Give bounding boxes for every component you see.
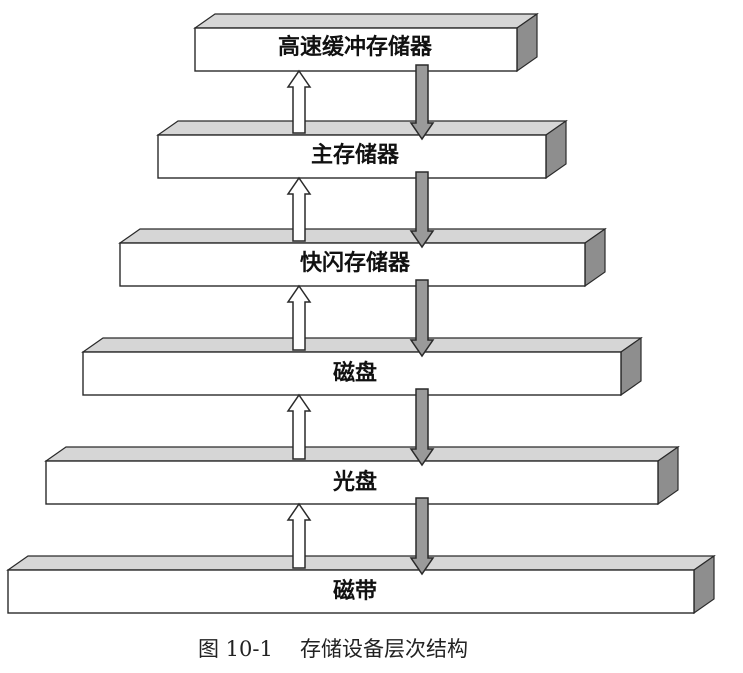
down-arrow-icon: [409, 279, 435, 358]
level-label-magnetic-tape: 磁带: [333, 578, 377, 604]
level-box-top-face: [6, 555, 716, 571]
level-box-top-face: [44, 446, 680, 462]
up-arrow-icon: [286, 176, 312, 242]
down-arrow-icon: [409, 171, 435, 249]
down-arrow-icon: [409, 64, 435, 141]
figure-number: 图 10-1: [198, 637, 273, 661]
level-box-cache: [193, 12, 539, 73]
up-arrow-icon: [286, 502, 312, 569]
level-box-top-face: [156, 120, 568, 136]
level-box-front-face: [82, 351, 622, 396]
level-labels: 高速缓冲存储器 主存储器 快闪存储器 磁盘 光盘 磁带: [278, 34, 433, 604]
hierarchy-levels: [6, 12, 716, 615]
level-box-top-face: [81, 337, 643, 353]
level-label-flash-memory: 快闪存储器: [300, 250, 411, 276]
level-box-optical-disk: [44, 445, 680, 506]
up-arrow-icon: [286, 393, 312, 460]
level-box-main-memory: [156, 119, 568, 180]
up-arrow-icon: [286, 284, 312, 351]
transfer-arrows: [286, 64, 435, 576]
level-label-cache: 高速缓冲存储器: [278, 34, 433, 60]
level-label-optical-disk: 光盘: [332, 469, 377, 495]
figure-title: 存储设备层次结构: [300, 637, 468, 661]
level-box-front-face: [119, 242, 586, 287]
level-label-magnetic-disk: 磁盘: [333, 360, 377, 386]
figure-caption: 图 10-1 存储设备层次结构: [198, 637, 468, 661]
up-arrow-icon: [286, 69, 312, 134]
down-arrow-icon: [409, 388, 435, 467]
level-box-front-face: [45, 460, 659, 505]
level-box-magnetic-tape: [6, 554, 716, 615]
level-box-magnetic-disk: [81, 336, 643, 397]
level-box-front-face: [194, 27, 518, 72]
level-label-main-memory: 主存储器: [311, 142, 400, 168]
level-box-front-face: [7, 569, 695, 614]
down-arrow-icon: [409, 497, 435, 576]
level-box-top-face: [118, 228, 607, 244]
level-box-front-face: [157, 134, 547, 179]
level-box-flash-memory: [118, 227, 607, 288]
level-box-top-face: [193, 13, 539, 29]
